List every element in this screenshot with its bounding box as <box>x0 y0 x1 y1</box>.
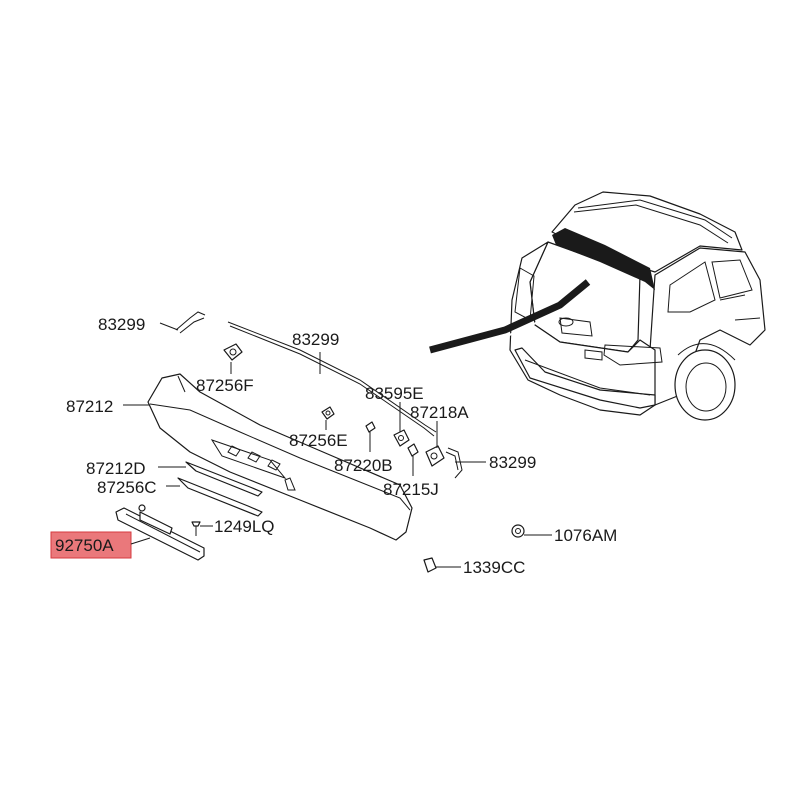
callout-labels: 83299 83299 87256F 87212 83595E 87218A 8… <box>55 315 617 577</box>
stop-lamp-92750a <box>115 504 205 561</box>
label-87212d: 87212D <box>86 459 146 478</box>
clip-part-83299-top <box>175 311 206 334</box>
clip-87218a <box>425 445 445 467</box>
label-1339cc: 1339CC <box>463 558 525 577</box>
clip-87220b <box>365 421 376 433</box>
label-1249lq: 1249LQ <box>214 517 275 536</box>
label-83299-top: 83299 <box>98 315 145 334</box>
grommet-1339cc <box>423 557 437 573</box>
label-87256e: 87256E <box>289 431 348 450</box>
leader-lines <box>123 322 552 568</box>
spoiler-87212 <box>147 373 413 541</box>
highlight-box-92750a <box>50 531 132 559</box>
label-87218a: 87218A <box>410 403 469 422</box>
strip-87256c <box>177 477 263 517</box>
clip-83595e <box>393 429 410 447</box>
label-87256f: 87256F <box>196 376 254 395</box>
clip-87256e <box>321 406 335 420</box>
vehicle-illustration <box>429 191 766 421</box>
clip-87256f <box>223 343 243 361</box>
label-87215j: 87215J <box>383 480 439 499</box>
molding-strip <box>227 321 437 437</box>
label-87256c: 87256C <box>97 478 157 497</box>
clip-87215j <box>407 443 419 457</box>
screw-1249lq <box>191 521 201 536</box>
label-1076am: 1076AM <box>554 526 617 545</box>
label-83595e: 83595E <box>365 384 424 403</box>
label-92750a: 92750A <box>55 536 114 555</box>
pad-87212d <box>185 461 263 497</box>
label-83299-mid: 83299 <box>292 330 339 349</box>
label-87220b: 87220B <box>334 456 393 475</box>
label-83299-right: 83299 <box>489 453 536 472</box>
nut-1076am <box>511 524 525 538</box>
label-87212: 87212 <box>66 397 113 416</box>
clip-part-83299-right <box>445 447 463 479</box>
